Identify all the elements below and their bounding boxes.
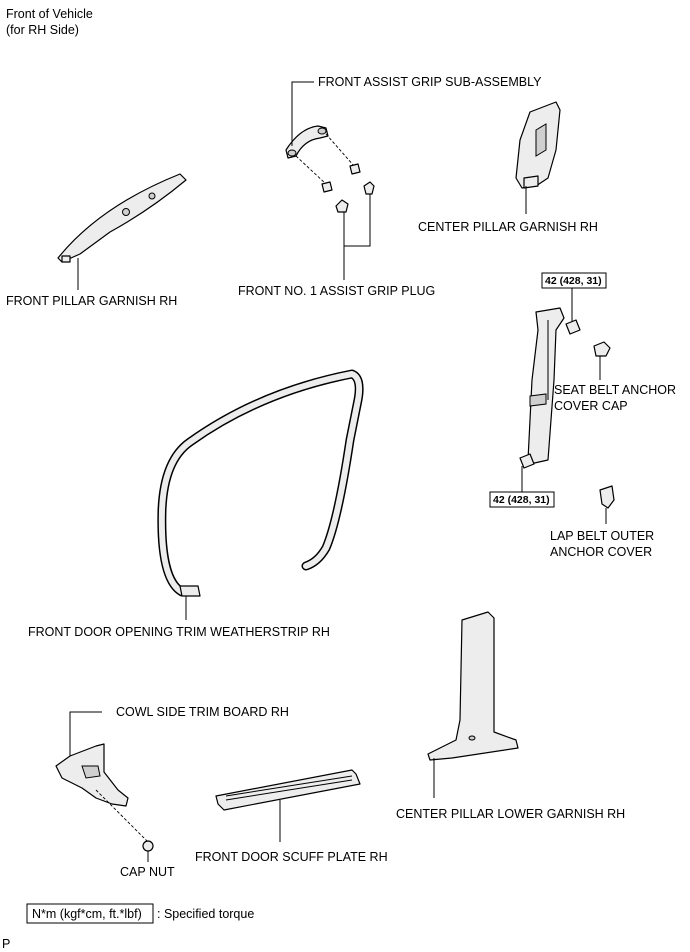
footer-code: P xyxy=(2,937,10,951)
lap-belt-anchor-cover-part xyxy=(599,485,615,509)
label-weatherstrip: FRONT DOOR OPENING TRIM WEATHERSTRIP RH xyxy=(28,625,330,639)
label-cap-nut: CAP NUT xyxy=(120,865,175,879)
label-center-pillar-lower: CENTER PILLAR LOWER GARNISH RH xyxy=(396,807,625,821)
weatherstrip-part xyxy=(157,369,364,597)
legend-box-text: N*m (kgf*cm, ft.*lbf) xyxy=(32,907,142,921)
torque-lower-box xyxy=(489,491,555,508)
label-center-pillar-garnish: CENTER PILLAR GARNISH RH xyxy=(418,220,598,234)
leader-cowl-side xyxy=(69,711,102,756)
seat-belt-part xyxy=(519,307,581,469)
label-lap-belt-line2: ANCHOR COVER xyxy=(550,545,652,559)
leader-assist-grip-plug-bracket xyxy=(343,194,371,247)
scuff-plate-part xyxy=(215,769,361,811)
header-line-2: (for RH Side) xyxy=(6,23,79,37)
assist-grip-plug-part xyxy=(335,181,375,213)
legend-box xyxy=(26,903,154,924)
label-seat-belt-cap-line2: COVER CAP xyxy=(554,399,628,413)
cowl-side-trim-board-part xyxy=(55,743,129,807)
torque-lower: 42 (428, 31) xyxy=(493,494,550,506)
front-assist-grip-part xyxy=(285,125,361,193)
center-pillar-garnish-part xyxy=(515,101,561,189)
cap-nut-part xyxy=(142,840,154,852)
label-front-pillar-garnish: FRONT PILLAR GARNISH RH xyxy=(6,294,177,308)
label-cowl-side: COWL SIDE TRIM BOARD RH xyxy=(116,705,289,719)
label-lap-belt-line1: LAP BELT OUTER xyxy=(550,529,654,543)
header-line-1: Front of Vehicle xyxy=(6,7,93,21)
center-pillar-lower-garnish-part xyxy=(427,611,519,761)
cap-nut-dash xyxy=(95,789,149,843)
torque-upper-box xyxy=(541,272,607,289)
label-front-assist-grip: FRONT ASSIST GRIP SUB-ASSEMBLY xyxy=(318,75,542,89)
torque-upper: 42 (428, 31) xyxy=(545,275,602,287)
label-assist-grip-plug: FRONT NO. 1 ASSIST GRIP PLUG xyxy=(238,284,435,298)
legend-description: : Specified torque xyxy=(157,907,254,921)
seat-belt-anchor-cap-part xyxy=(593,341,611,357)
leader-front-assist-grip xyxy=(291,81,314,146)
label-scuff-plate: FRONT DOOR SCUFF PLATE RH xyxy=(195,850,388,864)
label-seat-belt-cap-line1: SEAT BELT ANCHOR xyxy=(554,383,676,397)
front-pillar-garnish-part xyxy=(57,173,187,263)
